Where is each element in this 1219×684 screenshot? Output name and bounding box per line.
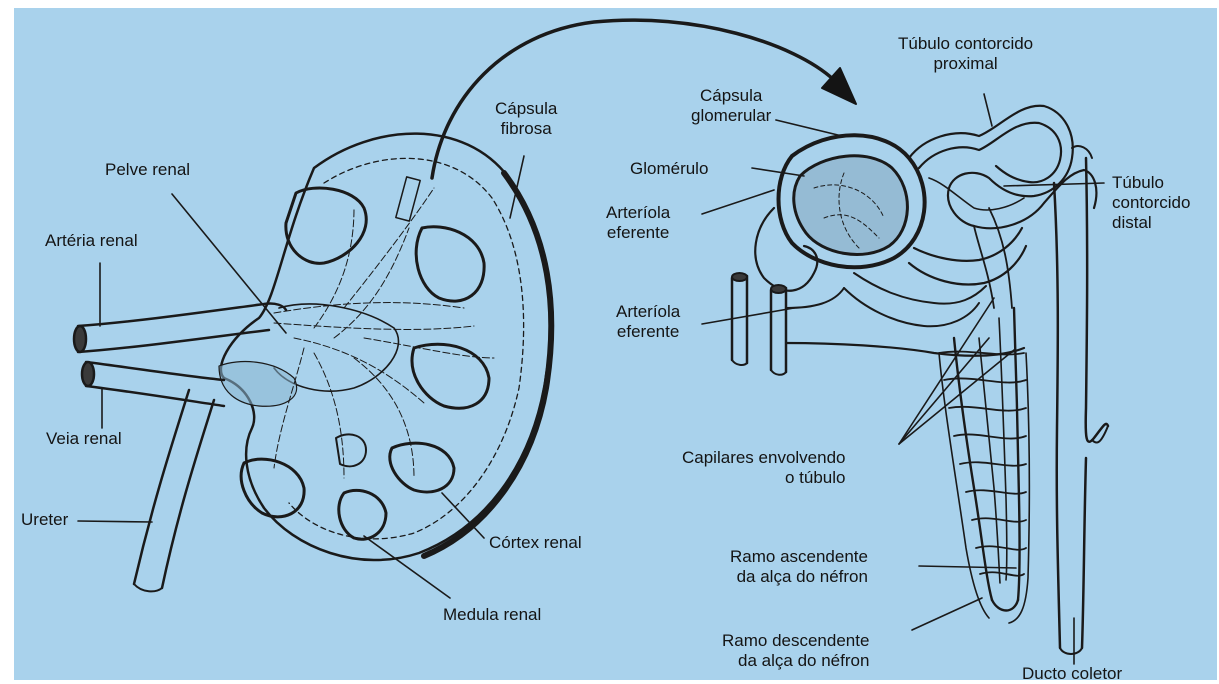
- label-medula-renal: Medula renal: [443, 605, 541, 625]
- diagram-artwork: [14, 8, 1217, 680]
- label-ramo-ascendente: Ramo ascendente da alça do néfron: [730, 547, 868, 587]
- label-ramo-descendente: Ramo descendente da alça do néfron: [722, 631, 869, 671]
- label-ureter: Ureter: [21, 510, 68, 530]
- label-pelve-renal: Pelve renal: [105, 160, 190, 180]
- label-veia-renal: Veia renal: [46, 429, 122, 449]
- label-arteria-renal: Artéria renal: [45, 231, 138, 251]
- label-capilares: Capilares envolvendo o túbulo: [682, 448, 846, 488]
- label-glomerulo: Glomérulo: [630, 159, 708, 179]
- label-tubulo-proximal: Túbulo contorcido proximal: [898, 34, 1033, 74]
- label-capsula-glomerular: Cápsula glomerular: [691, 86, 771, 126]
- label-ducto-coletor: Ducto coletor: [1022, 664, 1122, 684]
- kidney-nephron-diagram: Pelve renal Artéria renal Veia renal Ure…: [14, 8, 1217, 680]
- label-capsula-fibrosa: Cápsula fibrosa: [495, 99, 557, 139]
- label-arteriola-eferente-lower: Arteríola eferente: [616, 302, 680, 342]
- label-arteriola-eferente-upper: Arteríola eferente: [606, 203, 670, 243]
- label-tubulo-distal: Túbulo contorcido distal: [1112, 173, 1190, 233]
- label-cortex-renal: Córtex renal: [489, 533, 582, 553]
